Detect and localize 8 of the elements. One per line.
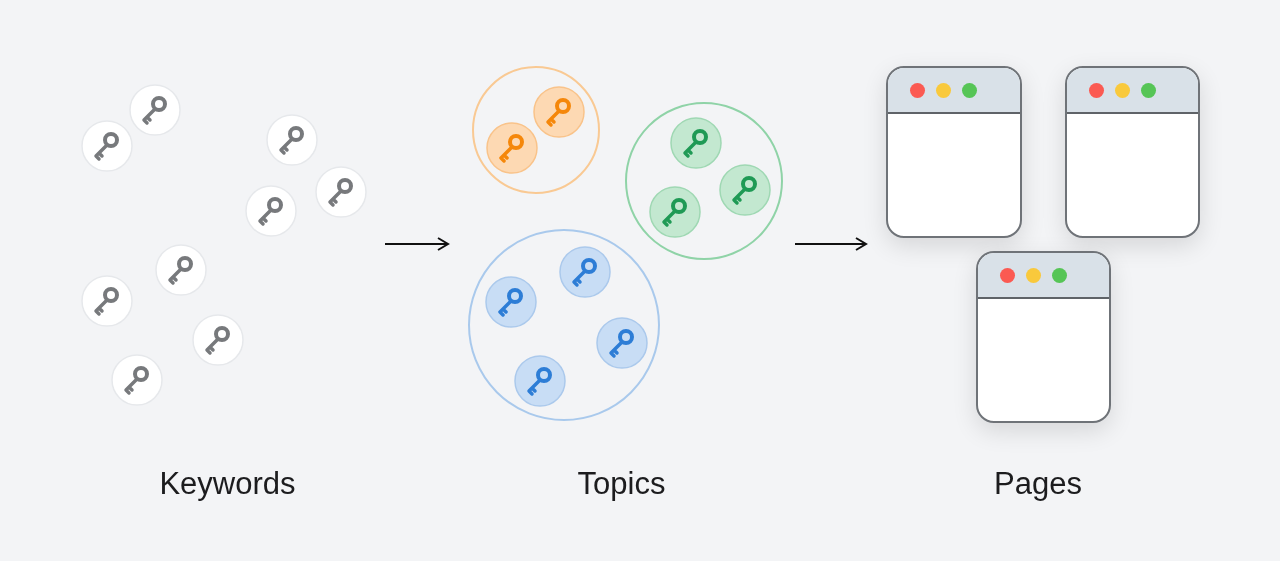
browser-window bbox=[1065, 66, 1200, 238]
section-label: Pages bbox=[994, 464, 1082, 503]
arrow bbox=[794, 237, 867, 251]
section-label: Keywords bbox=[159, 464, 296, 503]
arrow bbox=[384, 237, 449, 251]
browser-window bbox=[886, 66, 1022, 238]
browser-window bbox=[976, 251, 1111, 423]
section-label: Topics bbox=[577, 464, 666, 503]
